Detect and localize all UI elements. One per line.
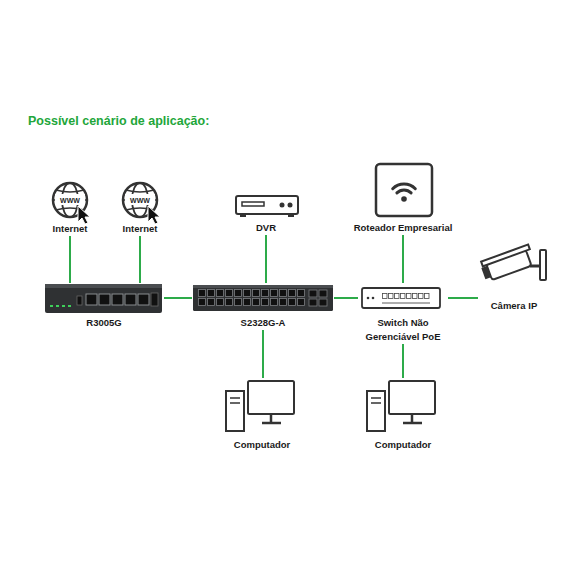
router-icon <box>376 164 432 216</box>
device-node: Roteador Empresarial <box>343 163 463 235</box>
globe-icon <box>53 183 90 224</box>
device-node: Switch Não Gerenciável PoE <box>358 283 448 344</box>
device-node: S2328G-A <box>192 283 334 330</box>
link-line <box>262 330 264 378</box>
device-label: Câmera IP <box>478 299 550 313</box>
device-node: DVR <box>226 188 306 235</box>
globe-text: WWW <box>125 196 155 205</box>
device-label: Computador <box>363 438 443 452</box>
link-line <box>334 297 358 299</box>
link-line <box>164 297 192 299</box>
link-line <box>265 235 267 283</box>
diagram-title: Possível cenário de aplicação: <box>28 114 209 128</box>
router-device <box>45 284 162 313</box>
device-label: S2328G-A <box>192 316 334 330</box>
device-label: Roteador Empresarial <box>343 221 463 235</box>
device-label: Computador <box>222 438 302 452</box>
switch-device <box>193 285 333 311</box>
device-node: Internet <box>38 178 102 236</box>
device-node: Câmera IP <box>478 243 550 313</box>
computer-icon <box>226 381 294 431</box>
globe-text: WWW <box>55 196 85 205</box>
device-label: Internet <box>38 222 102 236</box>
link-line <box>448 297 478 299</box>
device-label: Internet <box>108 222 172 236</box>
device-label: R3005G <box>44 316 164 330</box>
dvr-icon <box>236 196 298 217</box>
device-node: Computador <box>222 378 302 452</box>
device-node: Internet <box>108 178 172 236</box>
device-node: R3005G <box>44 283 164 330</box>
device-node: Computador <box>363 378 443 452</box>
link-line <box>402 235 404 283</box>
link-line <box>139 236 141 283</box>
poe-switch-icon <box>362 288 440 308</box>
computer-icon <box>367 381 435 431</box>
link-line <box>69 236 71 283</box>
device-label: Switch Não Gerenciável PoE <box>358 316 448 344</box>
device-label: DVR <box>226 221 306 235</box>
globe-icon <box>123 183 160 224</box>
link-line <box>402 344 404 378</box>
camera-icon <box>479 245 546 283</box>
